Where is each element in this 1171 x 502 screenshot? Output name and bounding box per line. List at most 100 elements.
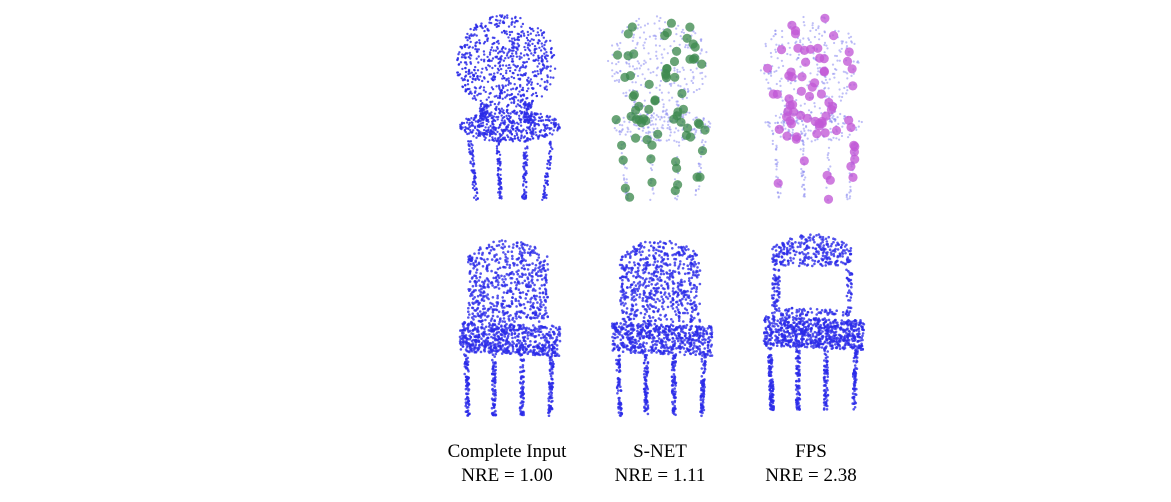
point	[471, 306, 475, 310]
point	[465, 367, 469, 370]
point	[548, 382, 551, 385]
point	[534, 131, 537, 134]
point	[823, 51, 826, 54]
point	[682, 245, 685, 249]
point	[695, 285, 698, 289]
point	[476, 326, 480, 329]
point	[528, 247, 531, 251]
point	[652, 70, 655, 74]
point	[537, 72, 540, 76]
point	[644, 38, 648, 41]
point	[624, 192, 627, 195]
point	[491, 132, 494, 136]
point	[477, 302, 481, 305]
point	[669, 84, 673, 87]
point	[497, 140, 500, 143]
point	[527, 118, 530, 121]
point	[473, 188, 476, 192]
point	[500, 328, 503, 332]
point	[539, 119, 543, 123]
point	[522, 32, 525, 35]
point	[542, 296, 546, 299]
point	[524, 147, 527, 150]
point	[543, 52, 546, 55]
point	[783, 104, 786, 107]
point	[520, 259, 523, 263]
sample-point	[669, 114, 679, 124]
point	[500, 246, 503, 249]
point	[548, 356, 552, 359]
point	[549, 47, 553, 51]
point	[695, 294, 698, 298]
point	[502, 121, 505, 124]
point	[831, 116, 834, 119]
sample-point	[844, 115, 854, 125]
point	[515, 305, 518, 308]
point	[646, 366, 649, 370]
point	[528, 80, 531, 83]
point	[683, 339, 686, 342]
point	[522, 65, 525, 69]
point	[818, 66, 822, 69]
point	[624, 166, 627, 169]
point	[464, 36, 468, 39]
point	[496, 267, 500, 271]
point	[833, 72, 836, 75]
point	[650, 272, 653, 276]
point	[467, 132, 471, 135]
point	[467, 301, 471, 305]
point	[847, 32, 850, 35]
point	[509, 305, 512, 308]
point	[516, 338, 520, 342]
point	[659, 278, 663, 282]
point	[827, 169, 831, 172]
point	[845, 45, 849, 48]
point	[529, 340, 532, 343]
point	[500, 138, 503, 141]
point	[483, 314, 487, 317]
point	[500, 187, 503, 191]
point	[510, 97, 514, 100]
point	[495, 22, 498, 26]
point	[823, 82, 826, 85]
point	[465, 383, 469, 386]
point	[485, 267, 489, 270]
point	[514, 46, 518, 49]
point	[541, 134, 545, 138]
point	[465, 345, 469, 349]
point	[649, 57, 652, 61]
point	[500, 352, 504, 355]
point	[545, 281, 548, 284]
point	[698, 87, 701, 91]
point	[509, 112, 512, 115]
point	[656, 57, 659, 60]
point	[699, 166, 703, 170]
point	[546, 54, 549, 57]
point	[503, 329, 506, 333]
point	[493, 248, 496, 251]
point	[660, 256, 663, 259]
point	[706, 353, 709, 357]
point	[537, 119, 540, 123]
point	[845, 193, 849, 196]
point	[538, 291, 542, 295]
point	[551, 365, 555, 368]
point	[654, 306, 658, 310]
point	[462, 323, 465, 326]
point	[480, 58, 483, 61]
point	[505, 30, 508, 33]
point	[493, 369, 497, 373]
point	[471, 276, 474, 279]
point	[803, 178, 806, 181]
point	[510, 290, 513, 294]
point	[534, 267, 537, 270]
point	[518, 104, 522, 108]
point	[501, 84, 504, 87]
point	[470, 71, 473, 74]
point	[620, 258, 624, 261]
point	[543, 339, 547, 342]
point	[473, 252, 476, 255]
point	[710, 335, 714, 339]
point	[518, 275, 521, 278]
point	[516, 241, 519, 244]
